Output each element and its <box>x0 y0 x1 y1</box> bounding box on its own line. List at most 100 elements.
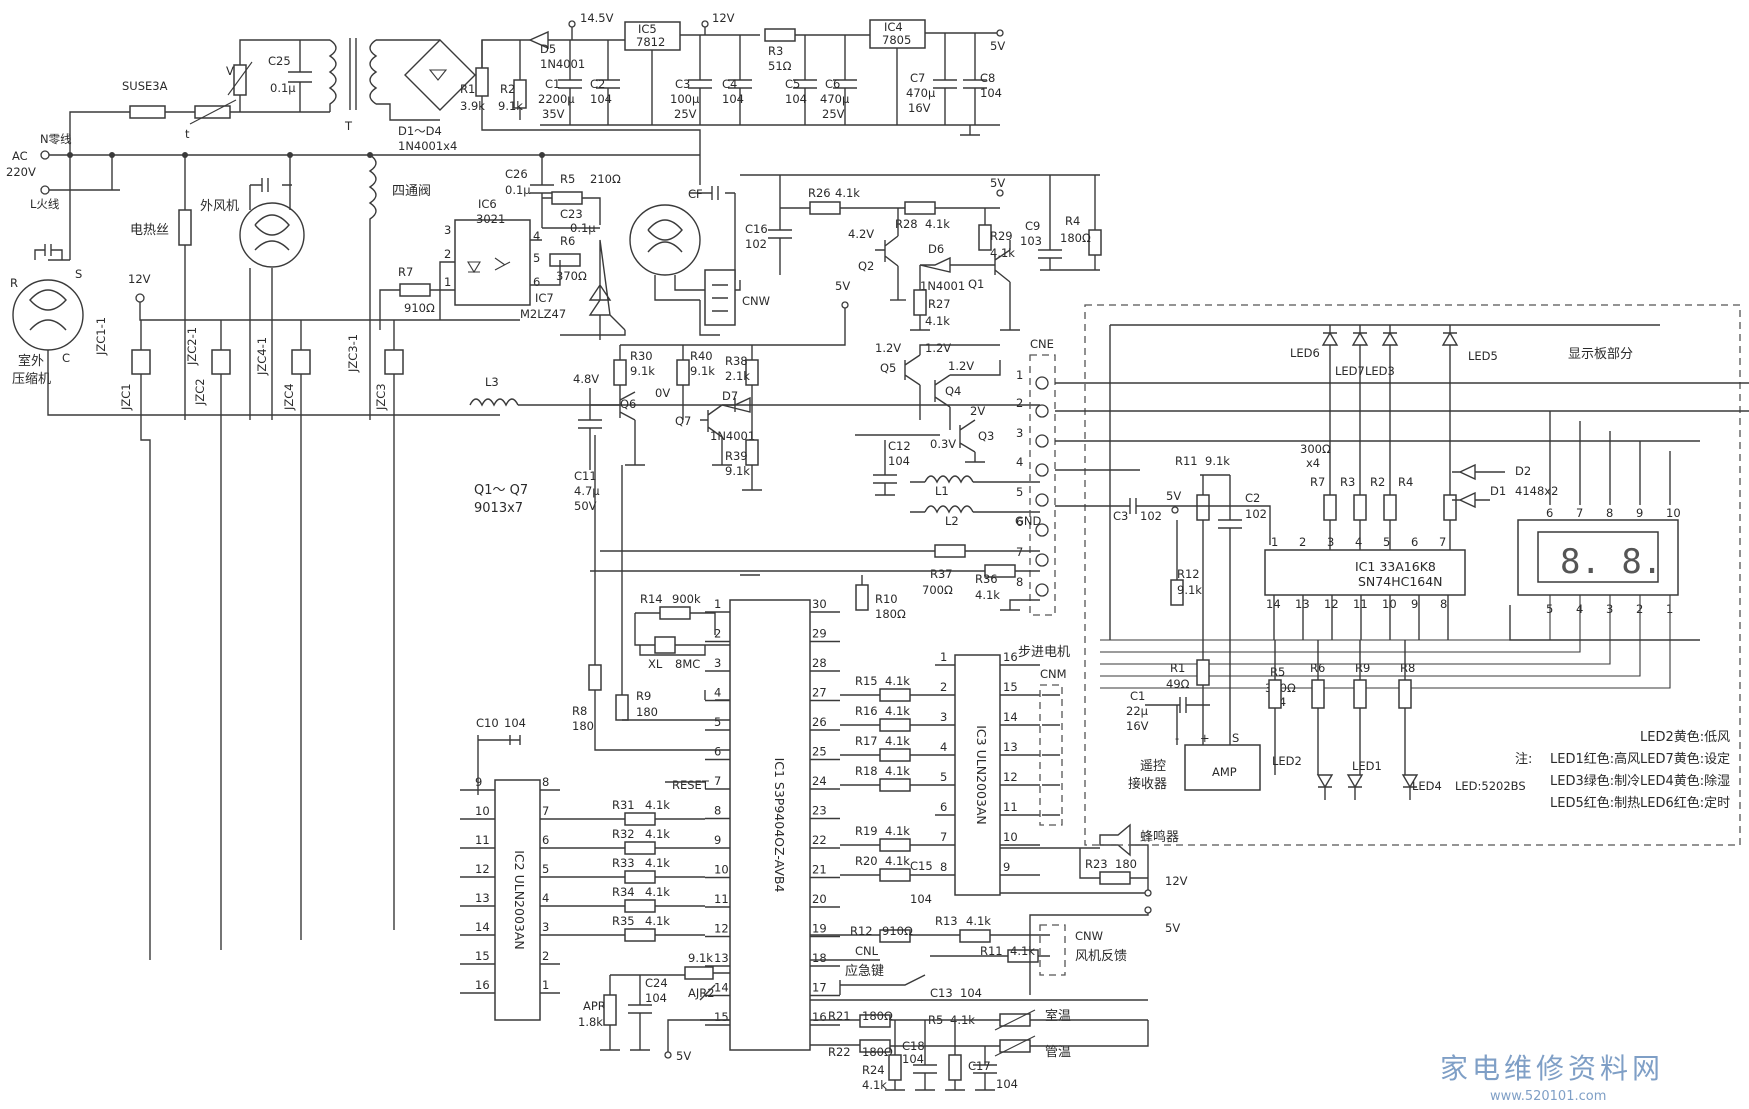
ic3-pin-5: 5 <box>940 770 947 784</box>
fan-feedback-label: 风机反馈 <box>1075 949 1127 964</box>
q3-base-v-label: 0.3V <box>930 437 956 451</box>
q1-label: Q1 <box>968 277 984 291</box>
v5-label-trans: 5V <box>990 176 1005 190</box>
jzc1-1-label: JZC1-1 <box>94 317 108 356</box>
r39-label: R39 <box>725 449 748 463</box>
r23-label: R23 <box>1085 857 1108 871</box>
compressor-s-label: S <box>75 267 82 281</box>
ic3-r15-label: R15 <box>855 674 878 688</box>
r13-label: R13 <box>935 914 958 928</box>
cf-label: CF <box>688 187 703 201</box>
c10-value: 104 <box>504 716 526 730</box>
r21-value: 180Ω <box>862 1009 893 1023</box>
mcu-pin-27: 27 <box>812 686 827 700</box>
l1-label: L1 <box>935 484 949 498</box>
ic3-pin-9: 9 <box>1003 860 1010 874</box>
d5-value: 1N4001 <box>540 57 585 71</box>
jzc3-label: JZC3 <box>374 383 388 411</box>
ic2-pin-6: 6 <box>542 833 549 847</box>
r11-label: R11 <box>980 944 1003 958</box>
cne-pin-8: 8 <box>1016 575 1023 589</box>
ic2-label: IC2 ULN2003AN <box>512 850 527 950</box>
ic3-r17-value: 4.1k <box>885 734 910 748</box>
mcu-pin-9: 9 <box>714 833 721 847</box>
bridge-rectifier <box>404 39 476 111</box>
note-led7: LED7黄色:设定 <box>1640 751 1730 767</box>
r28-label: R28 <box>895 217 918 231</box>
mcu-pin-30: 30 <box>812 597 827 611</box>
rx-plus: + <box>1200 731 1210 745</box>
c4-value: 104 <box>722 92 744 106</box>
cne-gnd-label: GND <box>1015 514 1042 528</box>
display-c2-label: C2 <box>1245 491 1260 505</box>
stepper-motor-label: 步进电机 <box>1018 645 1070 660</box>
c2-label: C2 <box>590 77 605 91</box>
display-c3-label: C3 <box>1113 509 1128 523</box>
mcu-pin-8: 8 <box>714 804 721 818</box>
bottom-led-0 <box>1316 774 1334 800</box>
c10-label: C10 <box>476 716 499 730</box>
c2-value: 104 <box>590 92 612 106</box>
c5-value: 104 <box>785 92 807 106</box>
r12-label: R12 <box>850 924 873 938</box>
xl-value: 8MC <box>675 657 700 671</box>
c25-value: 0.1μ <box>270 81 296 95</box>
ir-receiver-label-2: 接收器 <box>1128 776 1167 792</box>
transistor-interface-block: C16 102 R26 4.1k R28 4.1k 5V 4.2V Q2 D6 … <box>474 174 1102 528</box>
power-supply-section: N零线 AC 220V L火线 SUSE3A t V C25 0.1μ T D1… <box>6 11 1005 211</box>
c13-value: 104 <box>960 986 982 1000</box>
ic3-r20-resistor <box>879 868 911 882</box>
r1-value: 3.9k <box>460 99 485 113</box>
transformer-label: T <box>344 119 353 133</box>
r8-value: 180 <box>572 719 594 733</box>
c16-label: C16 <box>745 222 768 236</box>
bottom-resistor-0 <box>1268 679 1282 709</box>
watermark: 家电维修资料网 www.520101.com <box>1440 1052 1660 1104</box>
jzc2-1-label: JZC2-1 <box>185 327 199 366</box>
r36-label: R36 <box>975 572 998 586</box>
ic3-r16-resistor <box>879 718 911 732</box>
display-ic1-label: IC1 33A16K8 <box>1355 559 1436 574</box>
v5-label: 5V <box>990 39 1005 53</box>
mcu-pin-7: 7 <box>714 774 721 788</box>
note-led3: LED3绿色:制冷 <box>1550 773 1640 789</box>
r37-label: R37 <box>930 567 953 581</box>
display-ic1-value: SN74HC164N <box>1358 574 1443 589</box>
r29-value: 4.1k <box>990 246 1015 260</box>
ajr2-label: AJR2 <box>688 986 715 1000</box>
ic2-body <box>494 779 541 1021</box>
display-r1-value: 49Ω <box>1166 677 1190 691</box>
ic3-r18-label: R18 <box>855 764 878 778</box>
display-r3-label: R3 <box>1340 475 1355 489</box>
mcu-pin-29: 29 <box>812 627 827 641</box>
d2-value: 4148x2 <box>1515 484 1558 498</box>
cne-pin-1: 1 <box>1016 368 1023 382</box>
q3-v-label: 2V <box>970 404 985 418</box>
outdoor-fan-label: 外风机 <box>200 199 239 214</box>
l2-label: L2 <box>945 514 959 528</box>
mcu-pin-6: 6 <box>714 745 721 759</box>
r14-value: 900k <box>672 592 701 606</box>
emergency-key-label: 应急键 <box>845 963 884 979</box>
display-r4-label: R4 <box>1398 475 1413 489</box>
ic2-pin-1: 1 <box>542 978 549 992</box>
display-board-title: 显示板部分 <box>1568 347 1633 362</box>
q5-v2-label: 1.2V <box>925 341 951 355</box>
c6-voltage: 25V <box>822 107 845 121</box>
c1-value: 2200μ <box>538 92 575 106</box>
ic2-pin-16: 16 <box>475 978 490 992</box>
r7-label: R7 <box>398 265 413 279</box>
c18-label: C18 <box>902 1039 925 1053</box>
ic2-pin-8: 8 <box>542 775 549 789</box>
r10-value: 180Ω <box>875 607 906 621</box>
cne-terminal-2 <box>1035 404 1049 418</box>
ic3-pin-14: 14 <box>1003 710 1018 724</box>
cne-terminal-1 <box>1035 376 1049 390</box>
cne-terminal-3 <box>1035 434 1049 448</box>
ic3-r17-label: R17 <box>855 734 878 748</box>
c9-label: C9 <box>1025 219 1040 233</box>
mcu-pin-15: 15 <box>714 1010 729 1024</box>
display-r11-value: 9.1k <box>1205 454 1230 468</box>
ic3-c15-label: C15 <box>910 859 933 873</box>
